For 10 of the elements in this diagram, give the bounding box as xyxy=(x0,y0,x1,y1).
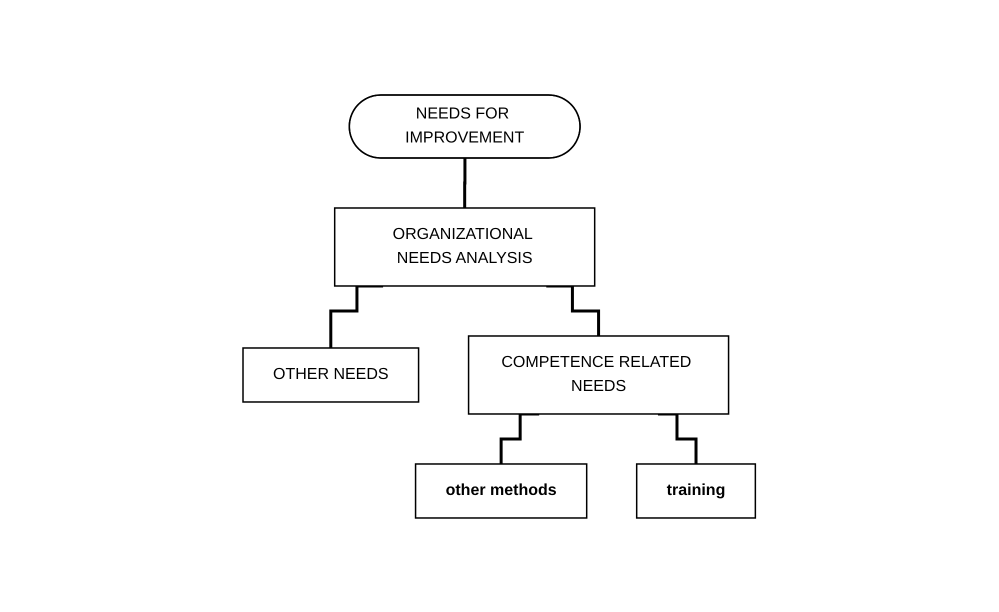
node-box: training xyxy=(636,462,756,518)
connector xyxy=(464,156,467,209)
node-box: other methods xyxy=(415,462,588,518)
connector xyxy=(546,284,600,337)
node-box: ORGANIZATIONAL NEEDS ANALYSIS xyxy=(334,206,596,286)
node-box: OTHER NEEDS xyxy=(242,346,420,402)
connector xyxy=(658,412,698,465)
connector xyxy=(330,284,384,349)
node-box: COMPETENCE RELATED NEEDS xyxy=(468,334,730,414)
connector xyxy=(500,412,540,465)
